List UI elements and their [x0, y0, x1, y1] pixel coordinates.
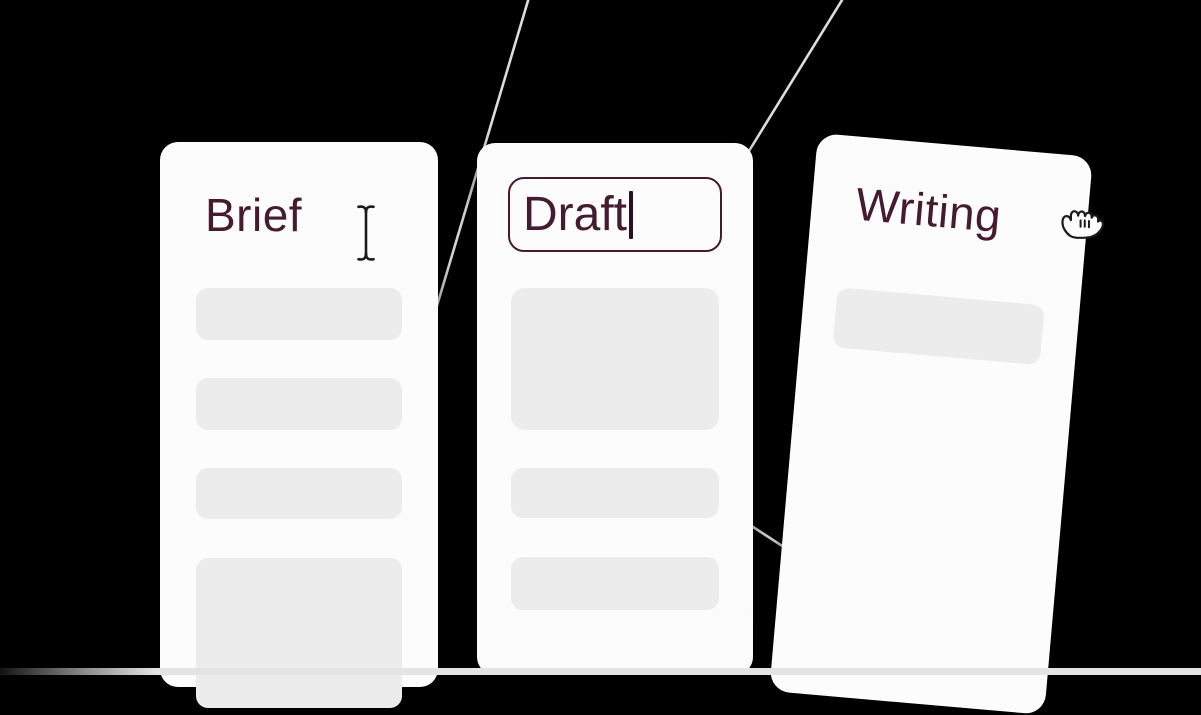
card-brief[interactable]: Brief	[160, 142, 438, 708]
text-cursor-icon	[357, 205, 375, 261]
placeholder-block	[196, 468, 402, 519]
card-title-input[interactable]: Draft	[508, 177, 722, 252]
card-draft[interactable]: Draft	[477, 143, 753, 675]
bottom-bar	[0, 668, 1201, 675]
placeholder-block	[196, 558, 402, 708]
placeholder-block	[832, 287, 1045, 366]
placeholder-block	[511, 288, 719, 430]
title-input-value: Draft	[523, 187, 628, 241]
grab-cursor-icon	[1061, 210, 1105, 239]
card-writing[interactable]: Writing	[769, 133, 1093, 715]
placeholder-block	[196, 288, 402, 340]
placeholder-block	[196, 378, 402, 430]
card-brief-title: Brief	[205, 189, 303, 241]
connector-line	[747, 0, 844, 152]
placeholder-block	[511, 557, 719, 610]
placeholder-block	[511, 468, 719, 518]
text-caret	[629, 190, 633, 239]
card-writing-title: Writing	[853, 177, 1004, 243]
